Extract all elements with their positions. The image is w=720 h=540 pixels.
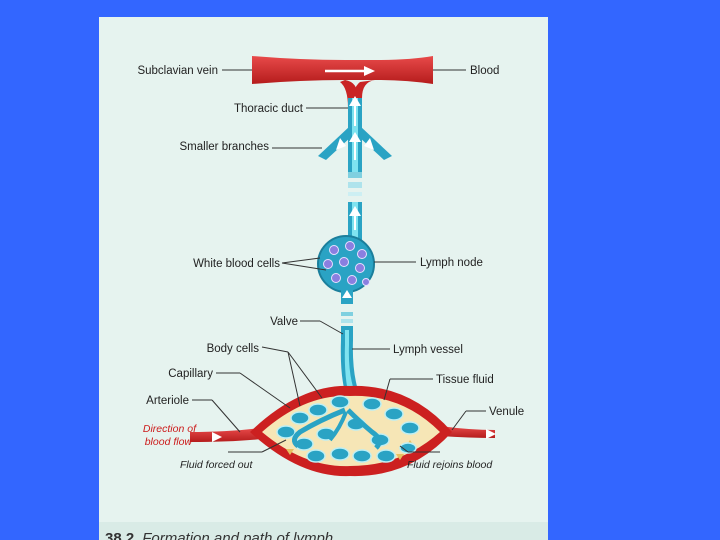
label-direction-of: Direction of (143, 423, 197, 435)
label-blood-flow: blood flow (145, 436, 194, 448)
label-tissue-fluid: Tissue fluid (436, 374, 494, 386)
label-lymph-vessel: Lymph vessel (393, 344, 463, 356)
figure-caption: 38.2 Formation and path of lymph (99, 522, 548, 540)
caption-text: 38.2 Formation and path of lymph (105, 530, 333, 540)
smaller-branches (318, 126, 392, 172)
lymph-vessel-upper (348, 202, 362, 242)
caption-title: Formation and path of lymph (142, 530, 334, 540)
label-lymph-node: Lymph node (420, 257, 483, 269)
label-capillary: Capillary (168, 368, 213, 380)
label-subclavian-vein: Subclavian vein (137, 65, 218, 77)
white-blood-cells (323, 241, 370, 286)
lymph-capillaries (292, 407, 382, 450)
blood-flow-arrow (325, 66, 375, 76)
lymph-node (317, 235, 375, 293)
body-cells (276, 395, 420, 463)
thoracic-duct (348, 96, 362, 130)
leader-lines (192, 69, 486, 453)
caption-number: 38.2 (105, 530, 135, 540)
subclavian-vein (252, 56, 433, 108)
label-venule: Venule (489, 406, 524, 418)
lymph-vessel-below-node (341, 290, 353, 323)
label-fluid-rejoins-blood: Fluid rejoins blood (407, 459, 493, 471)
label-fluid-forced-out: Fluid forced out (180, 459, 253, 471)
capillary-bed (250, 385, 452, 477)
venule (440, 426, 496, 439)
lymph-vessel-gap-upper (348, 172, 362, 196)
label-thoracic-duct: Thoracic duct (234, 103, 304, 115)
label-body-cells: Body cells (207, 343, 260, 355)
label-valve: Valve (270, 316, 298, 328)
arteriole (190, 428, 270, 442)
label-blood: Blood (470, 65, 499, 77)
label-white-blood-cells: White blood cells (193, 258, 280, 270)
label-smaller-branches: Smaller branches (180, 141, 270, 153)
label-arteriole: Arteriole (146, 395, 189, 407)
